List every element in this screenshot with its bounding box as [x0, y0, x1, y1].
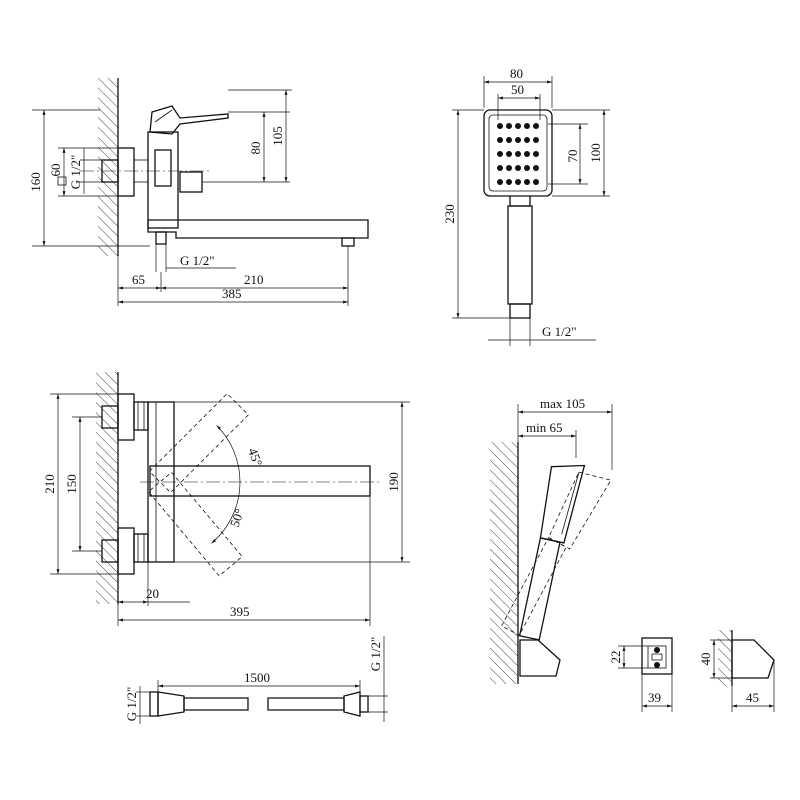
nozzle-dot	[506, 165, 512, 171]
dim-395-width: 395	[230, 604, 250, 619]
nozzle-grid	[497, 123, 539, 185]
nozzle-dot	[533, 179, 539, 185]
bracket-dim-22: 22	[608, 651, 623, 664]
dim-80-width: 80	[510, 66, 523, 81]
dim-max-105: max 105	[540, 396, 585, 411]
nozzle-dot	[515, 123, 521, 129]
dim-square-60: 60	[48, 164, 63, 177]
top-view: 45° 50° 210 150 190 20 395	[42, 372, 410, 626]
side-view: 160 60 G 1/2" 80 105 G 1/2" 65	[28, 78, 369, 306]
dim-150-height: 150	[64, 474, 79, 494]
angle-45: 45°	[245, 446, 265, 468]
nozzle-dot	[515, 137, 521, 143]
nozzle-dot	[497, 179, 503, 185]
nozzle-dot	[533, 165, 539, 171]
dim-80: 80	[248, 142, 263, 155]
wall-hatch	[98, 78, 118, 256]
nozzle-dot	[524, 151, 530, 157]
dim-210: 210	[244, 272, 264, 287]
nozzle-dot	[497, 151, 503, 157]
hose-length-1500: 1500	[244, 670, 270, 685]
dim-min-65: min 65	[526, 420, 562, 435]
dim-100-height: 100	[588, 143, 603, 163]
hose-thread-right: G 1/2"	[368, 637, 383, 672]
angle-50: 50°	[227, 507, 247, 529]
hand-shower-view: 80 50 70 100 230 G 1/2"	[442, 66, 610, 346]
nozzle-dot	[506, 123, 512, 129]
dim-210-height: 210	[42, 474, 57, 494]
wall-hatch-2	[96, 372, 118, 604]
nozzle-dot	[533, 123, 539, 129]
thread-inlet-label: G 1/2"	[68, 155, 83, 190]
nozzle-dot	[497, 165, 503, 171]
dim-160: 160	[28, 172, 43, 192]
nozzle-dot	[524, 165, 530, 171]
nozzle-dot	[497, 123, 503, 129]
nozzle-dot	[515, 151, 521, 157]
nozzle-dot	[533, 151, 539, 157]
nozzle-dot	[515, 179, 521, 185]
nozzle-dot	[524, 137, 530, 143]
hose-view: 1500 G 1/2" G 1/2"	[124, 636, 388, 724]
nozzle-dot	[506, 179, 512, 185]
hand-shower-thread: G 1/2"	[542, 324, 577, 339]
wall-hatch-3	[490, 442, 518, 684]
wall-hatch-4	[718, 630, 732, 686]
hose-thread-left: G 1/2"	[124, 687, 139, 722]
dim-50-width: 50	[511, 82, 524, 97]
dim-385: 385	[222, 286, 242, 301]
dim-70-height: 70	[565, 150, 580, 163]
bracket-front-view: 22 39	[608, 637, 673, 712]
dim-20-width: 20	[146, 586, 159, 601]
bracket-dim-40: 40	[698, 653, 713, 666]
holder-view: max 105 min 65	[490, 396, 613, 684]
nozzle-dot	[533, 137, 539, 143]
dim-190-height: 190	[386, 472, 401, 492]
nozzle-dot	[524, 179, 530, 185]
bracket-side-view: 40 45	[698, 630, 775, 712]
bracket-dim-45: 45	[746, 690, 759, 705]
nozzle-dot	[506, 151, 512, 157]
bracket-dim-39: 39	[648, 690, 661, 705]
thread-outlet-label: G 1/2"	[180, 253, 215, 268]
nozzle-dot	[506, 137, 512, 143]
dim-105: 105	[270, 126, 285, 146]
nozzle-dot	[524, 123, 530, 129]
nozzle-dot	[515, 165, 521, 171]
dim-65: 65	[132, 272, 145, 287]
dim-230-height: 230	[442, 204, 457, 224]
nozzle-dot	[497, 137, 503, 143]
